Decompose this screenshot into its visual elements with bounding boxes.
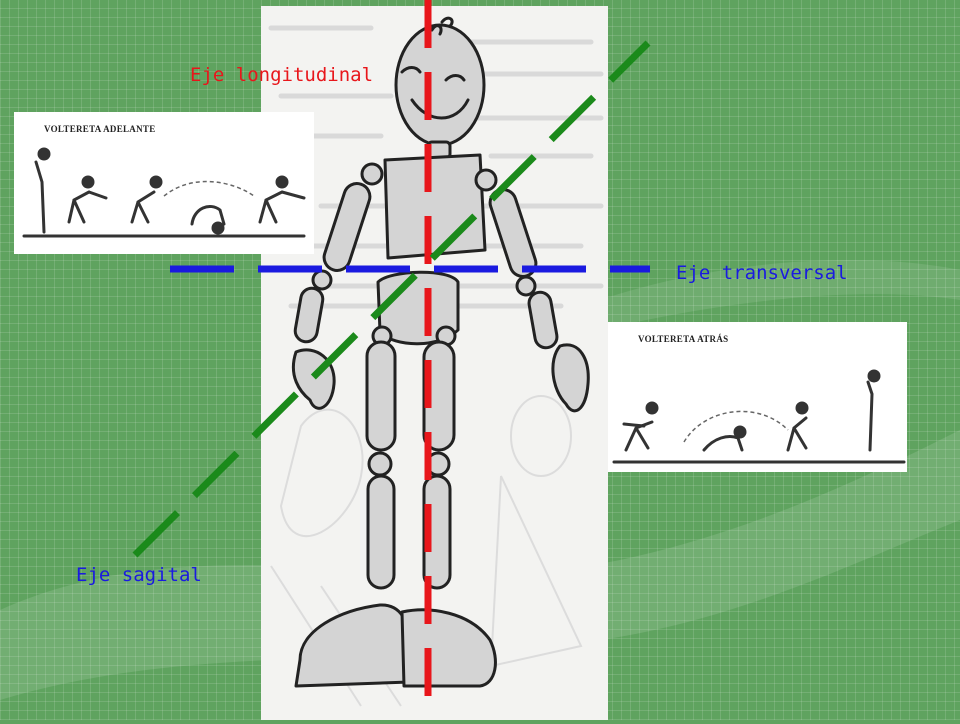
- backward-roll-illustration: [612, 369, 906, 464]
- backward-roll-title: VOLTERETA ATRÁS: [638, 334, 729, 344]
- sagital-axis-label: Eje sagital: [76, 564, 202, 586]
- longitudinal-axis-label: Eje longitudinal: [190, 64, 374, 86]
- backward-roll-card: VOLTERETA ATRÁS: [608, 322, 907, 472]
- forward-roll-illustration: [22, 147, 306, 238]
- forward-roll-title: VOLTERETA ADELANTE: [44, 124, 156, 134]
- transversal-axis-label: Eje transversal: [676, 262, 848, 284]
- forward-roll-card: VOLTERETA ADELANTE: [14, 112, 314, 254]
- sagital-axis-line: [132, 40, 651, 558]
